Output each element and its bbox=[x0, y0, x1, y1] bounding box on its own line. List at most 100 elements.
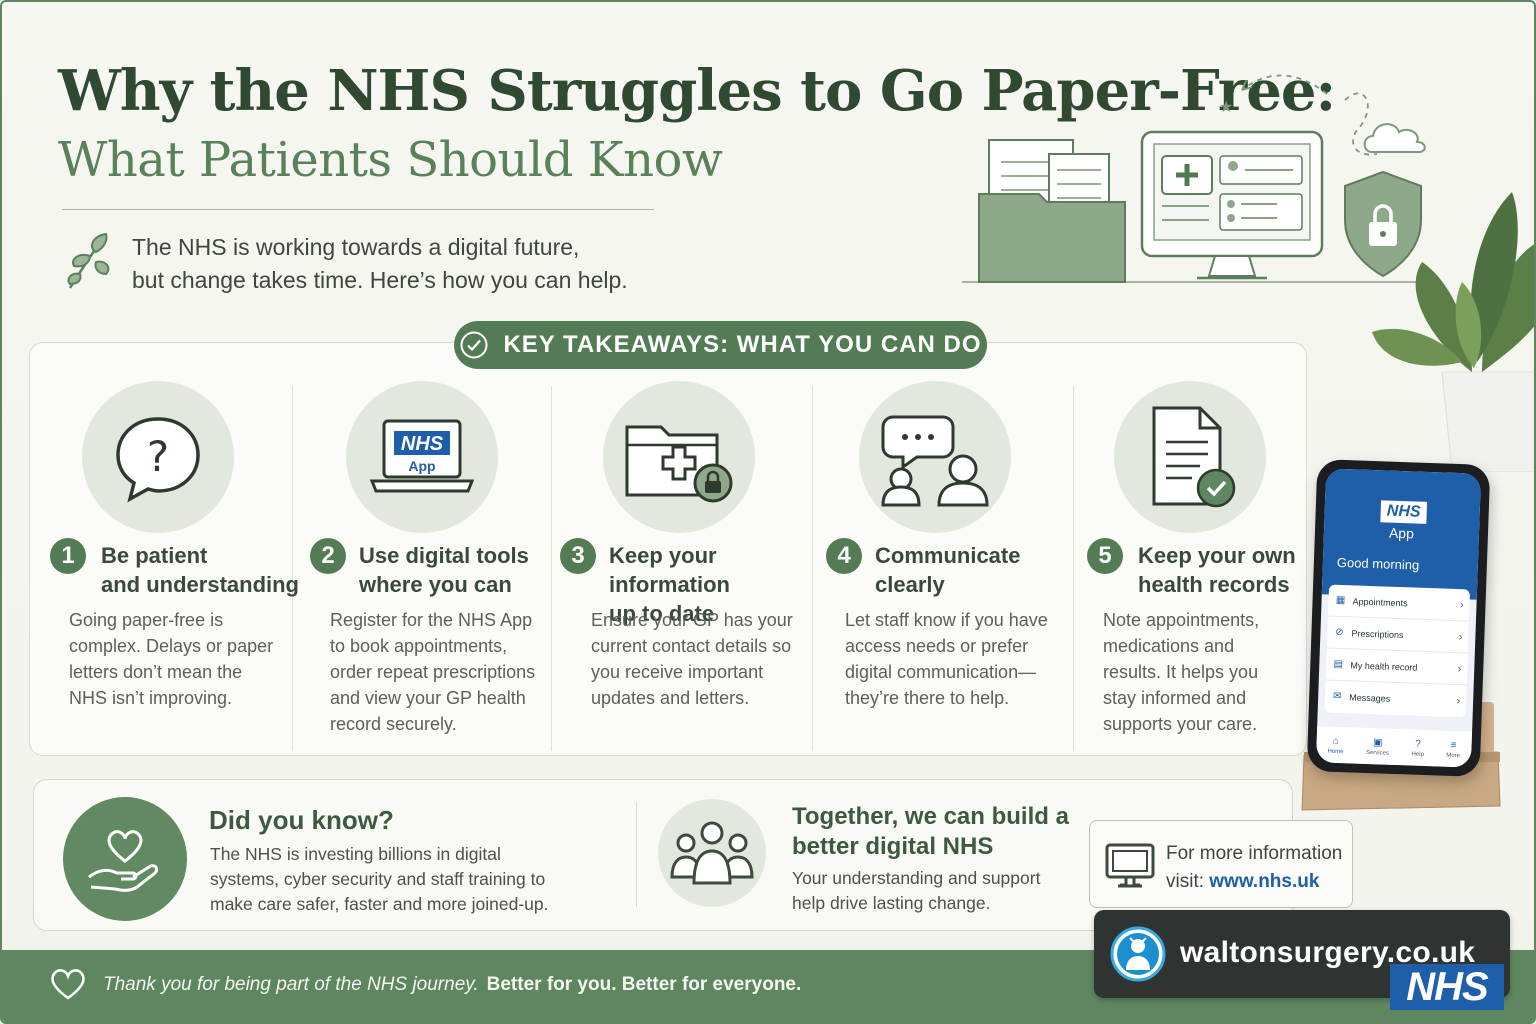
laptop-nhs-app-icon: NHS App bbox=[369, 419, 475, 493]
tab-label: More bbox=[1446, 752, 1461, 759]
takeaway-card-4: 4 Communicate clearly Let staff know if … bbox=[826, 377, 1088, 753]
app-tab-bar: ⌂Home ▣Services ?Help ≡More bbox=[1315, 726, 1473, 768]
takeaway-icon-circle bbox=[859, 381, 1011, 533]
menu-item-label: Messages bbox=[1349, 692, 1391, 704]
laptop-nhs-logo: NHS bbox=[401, 433, 444, 455]
nhs-website-link[interactable]: www.nhs.uk bbox=[1209, 871, 1320, 892]
step-number: 3 bbox=[560, 538, 596, 574]
takeaway-card-3: 3 Keep your information up to date Ensur… bbox=[560, 377, 829, 753]
takeaway-title-line: Use digital tools bbox=[359, 543, 529, 568]
menu-item-label: Prescriptions bbox=[1351, 627, 1404, 640]
takeaway-title: Use digital tools where you can bbox=[359, 541, 579, 599]
nhs-app-screen: NHS App Good morning ▦ Appointments › ⊘ … bbox=[1315, 468, 1482, 768]
group-icon bbox=[670, 821, 754, 885]
page-title: Why the NHS Struggles to Go Paper-Free: bbox=[58, 58, 1336, 124]
surgery-website-link[interactable]: waltonsurgery.co.uk bbox=[1180, 936, 1476, 969]
intro-text: The NHS is working towards a digital fut… bbox=[132, 231, 692, 297]
monitor-icon bbox=[1105, 843, 1155, 888]
step-number: 4 bbox=[826, 538, 862, 574]
takeaways-heading: KEY TAKEAWAYS: WHAT YOU CAN DO bbox=[454, 321, 987, 369]
pill-icon: ⊘ bbox=[1335, 626, 1344, 638]
takeaway-icon-circle: ? bbox=[82, 381, 234, 533]
step-number: 2 bbox=[310, 538, 346, 574]
takeaway-title-line: up to date bbox=[609, 601, 715, 626]
help-icon: ? bbox=[1415, 738, 1422, 750]
takeaway-body: Ensure your GP has your current contact … bbox=[591, 610, 793, 708]
document-check-icon bbox=[1152, 406, 1236, 508]
envelope-icon: ✉ bbox=[1332, 690, 1342, 703]
more-info-line: For more information bbox=[1166, 843, 1343, 864]
step-number: 5 bbox=[1087, 538, 1123, 574]
takeaway-title-line: Keep your own bbox=[1138, 543, 1296, 568]
menu-item-label: My health record bbox=[1350, 659, 1418, 673]
menu-icon: ≡ bbox=[1450, 739, 1457, 751]
home-icon: ⌂ bbox=[1332, 735, 1340, 747]
app-nhs-logo: NHS bbox=[1380, 500, 1428, 524]
column-divider bbox=[292, 386, 293, 751]
together-title: Together, we can build a better digital … bbox=[792, 803, 1069, 860]
takeaway-title-line: Be patient bbox=[101, 543, 208, 568]
surgery-logo-icon bbox=[1110, 926, 1166, 982]
calendar-icon: ▦ bbox=[1335, 594, 1346, 606]
takeaway-title: Communicate clearly bbox=[875, 541, 1095, 599]
question-icon: ? bbox=[116, 417, 200, 503]
takeaway-title: Keep your own health records bbox=[1138, 541, 1358, 599]
tab-label: Help bbox=[1411, 751, 1424, 758]
people-circle bbox=[658, 799, 766, 907]
takeaway-title: Be patient and understanding bbox=[101, 541, 321, 599]
heart-icon bbox=[51, 969, 85, 1000]
menu-item-prescriptions[interactable]: ⊘ Prescriptions › bbox=[1326, 616, 1469, 654]
chevron-right-icon: › bbox=[1456, 695, 1461, 708]
intro-line-2: but change takes time. Here’s how you ca… bbox=[132, 267, 628, 293]
tab-label: Home bbox=[1327, 748, 1344, 755]
secure-folder-icon bbox=[625, 425, 733, 503]
tab-services[interactable]: ▣Services bbox=[1365, 736, 1390, 757]
takeaway-body: Register for the NHS App to book appoint… bbox=[330, 610, 536, 734]
footer-message: Thank you for being part of the NHS jour… bbox=[103, 974, 801, 996]
step-number: 1 bbox=[50, 538, 86, 574]
more-info-box: For more information visit: www.nhs.uk bbox=[1089, 820, 1353, 908]
record-icon: ▤ bbox=[1333, 658, 1344, 670]
chevron-right-icon: › bbox=[1458, 630, 1463, 643]
menu-item-messages[interactable]: ✉ Messages › bbox=[1325, 681, 1467, 718]
laptop-app-label: App bbox=[408, 458, 435, 474]
menu-item-health-record[interactable]: ▤ My health record › bbox=[1325, 648, 1468, 686]
column-divider bbox=[812, 386, 813, 751]
menu-item-label: Appointments bbox=[1352, 595, 1408, 608]
takeaway-body: Going paper-free is complex. Delays or p… bbox=[69, 610, 274, 708]
takeaway-card-5: 5 Keep your own health records Note appo… bbox=[1087, 377, 1347, 753]
takeaway-title-line: health records bbox=[1138, 572, 1290, 597]
tab-help[interactable]: ?Help bbox=[1411, 738, 1424, 757]
chevron-right-icon: › bbox=[1457, 662, 1462, 675]
takeaway-title-line: and understanding bbox=[101, 572, 299, 597]
column-divider bbox=[1073, 386, 1074, 751]
together-body: Your understanding and support help driv… bbox=[792, 868, 1041, 913]
takeaway-icon-circle bbox=[1114, 381, 1266, 533]
tab-more[interactable]: ≡More bbox=[1446, 739, 1460, 758]
footer-tagline: Better for you. Better for everyone. bbox=[486, 974, 802, 995]
tab-home[interactable]: ⌂Home bbox=[1327, 735, 1344, 755]
tab-label: Services bbox=[1365, 749, 1390, 757]
heart-hand-icon bbox=[88, 830, 159, 892]
menu-item-appointments[interactable]: ▦ Appointments › bbox=[1328, 584, 1471, 622]
plant-decoration bbox=[1372, 192, 1534, 472]
takeaway-title-line: clearly bbox=[875, 572, 945, 597]
column-divider bbox=[551, 386, 552, 751]
takeaway-title: Keep your information up to date bbox=[609, 541, 829, 628]
takeaway-title-line: Communicate bbox=[875, 543, 1021, 568]
services-icon: ▣ bbox=[1372, 736, 1383, 749]
takeaway-title-line: Keep your information bbox=[609, 543, 730, 597]
visit-label: visit: bbox=[1166, 871, 1204, 892]
more-info-text: For more information visit: www.nhs.uk bbox=[1166, 840, 1346, 896]
phone-mockup: NHS App Good morning ▦ Appointments › ⊘ … bbox=[1306, 459, 1491, 777]
paper-to-digital-illustration: ★ bbox=[962, 74, 1442, 283]
heart-hand-circle bbox=[63, 797, 187, 921]
takeaway-icon-circle: NHS App bbox=[346, 381, 498, 533]
leaf-icon bbox=[67, 232, 110, 289]
svg-text:?: ? bbox=[147, 432, 169, 481]
nhs-logo: NHS bbox=[1390, 964, 1504, 1010]
chevron-right-icon: › bbox=[1459, 598, 1464, 611]
title-divider bbox=[62, 209, 654, 210]
check-circle-icon bbox=[460, 331, 488, 359]
